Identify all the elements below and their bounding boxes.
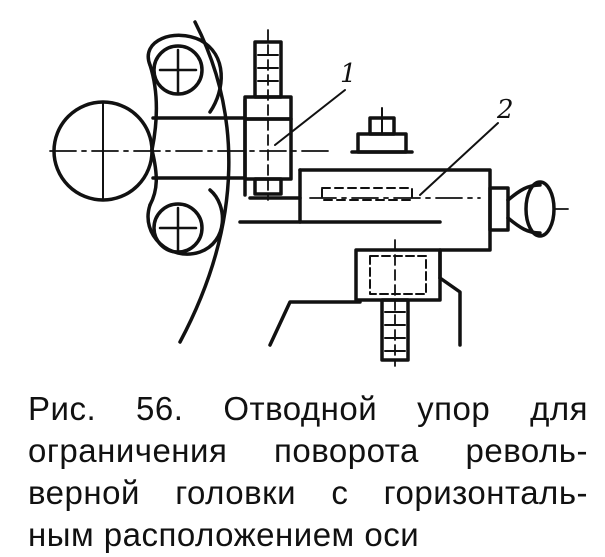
crank-arm: [146, 33, 225, 256]
caption-line-3: верной головки с горизонталь-: [28, 474, 588, 511]
clamp-screw: [354, 239, 442, 367]
caption-line-2: ограничения поворота револь-: [28, 432, 588, 469]
stop-mechanism-drawing: 1 2: [49, 20, 569, 367]
knob: [488, 180, 569, 238]
callout-label-2: 2: [496, 95, 514, 125]
caption-line-4: ным расположением оси: [28, 516, 420, 553]
leader-line-1: [274, 89, 346, 146]
figure-caption: Рис. 56. Отводной упор для ограничения п…: [28, 388, 588, 556]
shaft: [151, 98, 247, 197]
stop-body: [238, 107, 492, 347]
leader-line-2: [419, 122, 499, 196]
callout-label-1: 1: [340, 59, 357, 89]
turret-outer-arc: [178, 20, 231, 344]
stop-bolt: [243, 29, 293, 201]
caption-line-1: Рис. 56. Отводной упор для: [28, 390, 588, 427]
